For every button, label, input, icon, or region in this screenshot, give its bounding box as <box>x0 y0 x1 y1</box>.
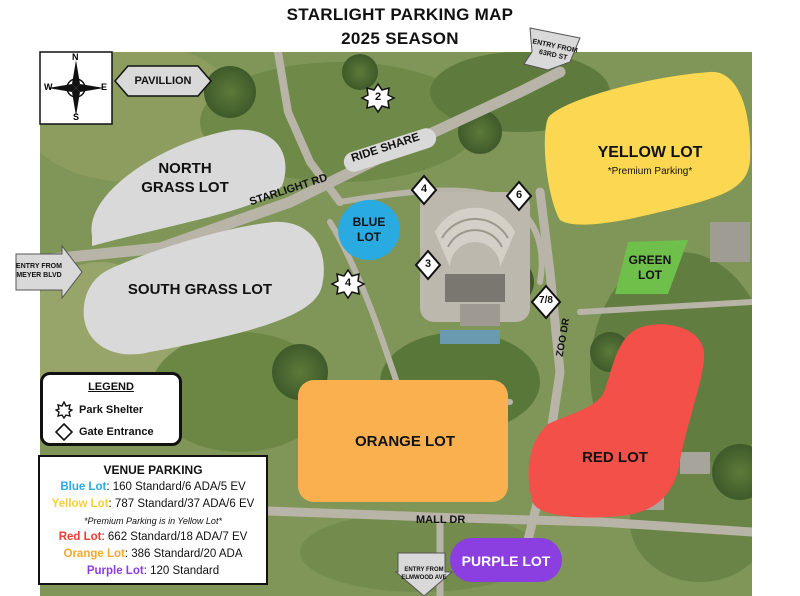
legend-box: LEGEND Park Shelter Gate Entrance <box>40 372 182 446</box>
blue-lot[interactable] <box>330 191 409 269</box>
gate-6-label: 6 <box>515 189 523 201</box>
shelter-4-label: 4 <box>344 277 352 289</box>
entry-elmwood-arrow[interactable] <box>394 552 454 596</box>
map-season: 2025 SEASON <box>341 29 459 48</box>
venue-premium-note: *Premium Parking is in Yellow Lot* <box>84 516 222 526</box>
entry-63rd-arrow[interactable] <box>523 27 581 71</box>
gate-3-label: 3 <box>424 258 432 270</box>
compass-e-label: E <box>101 82 108 92</box>
compass-rose-icon <box>48 60 104 116</box>
entry-meyer-arrow[interactable] <box>15 244 83 300</box>
legend-title: LEGEND <box>88 381 134 393</box>
ride-share-zone[interactable] <box>341 126 438 175</box>
venue-row-red: Red Lot: 662 Standard/18 ADA/7 EV <box>58 531 248 543</box>
gate-7-8-marker[interactable] <box>530 284 562 320</box>
south-grass-lot-label: SOUTH GRASS LOT <box>127 280 273 298</box>
mall-dr-label: MALL DR <box>416 514 466 526</box>
north-grass-lot[interactable] <box>91 129 286 246</box>
purple-lot-label: PURPLE LOT <box>461 553 551 569</box>
shelter-2-icon[interactable] <box>360 82 396 114</box>
legend-shelter-row: Park Shelter <box>55 401 143 419</box>
purple-lot[interactable] <box>450 538 562 582</box>
venue-row-orange: Orange Lot: 386 Standard/20 ADA <box>63 548 243 560</box>
gate-entrance-icon <box>55 423 73 441</box>
compass-n-label: N <box>72 52 79 62</box>
venue-row-blue: Blue Lot: 160 Standard/6 ADA/5 EV <box>60 481 246 493</box>
venue-parking-title: VENUE PARKING <box>103 463 203 477</box>
legend-shelter-label: Park Shelter <box>79 404 144 416</box>
pavillion-marker[interactable] <box>114 65 212 97</box>
venue-row-purple: Purple Lot: 120 Standard <box>86 565 220 577</box>
compass-s-label: S <box>73 112 80 122</box>
legend-gate-row: Gate Entrance <box>55 423 154 441</box>
gate-4-marker[interactable] <box>410 174 438 206</box>
venue-row-yellow: Yellow Lot: 787 Standard/37 ADA/6 EV <box>51 498 255 510</box>
map-title: STARLIGHT PARKING MAP <box>286 5 514 24</box>
green-lot[interactable] <box>615 240 688 294</box>
red-lot-label: RED LOT <box>582 448 648 466</box>
gate-3-marker[interactable] <box>414 249 442 281</box>
venue-parking-box: VENUE PARKING Blue Lot: 160 Standard/6 A… <box>38 455 268 585</box>
legend-gate-label: Gate Entrance <box>79 426 154 438</box>
gate-4-label: 4 <box>420 183 428 195</box>
gate-6-marker[interactable] <box>505 180 533 212</box>
yellow-lot[interactable] <box>544 71 751 225</box>
pavillion-label: PAVILLION <box>134 75 192 87</box>
south-grass-lot[interactable] <box>83 221 324 355</box>
gate-7-8-label: 7/8 <box>539 295 553 306</box>
compass-w-label: W <box>44 82 53 92</box>
yellow-lot-note: *Premium Parking* <box>607 165 693 177</box>
yellow-lot-label: YELLOW LOT *Premium Parking* <box>597 143 703 177</box>
shelter-4-icon[interactable] <box>330 268 366 300</box>
shelter-2-label: 2 <box>374 91 382 103</box>
orange-lot-label: ORANGE LOT <box>355 432 455 450</box>
red-lot[interactable] <box>528 324 705 518</box>
orange-lot[interactable] <box>298 380 508 502</box>
park-shelter-icon <box>55 401 73 419</box>
